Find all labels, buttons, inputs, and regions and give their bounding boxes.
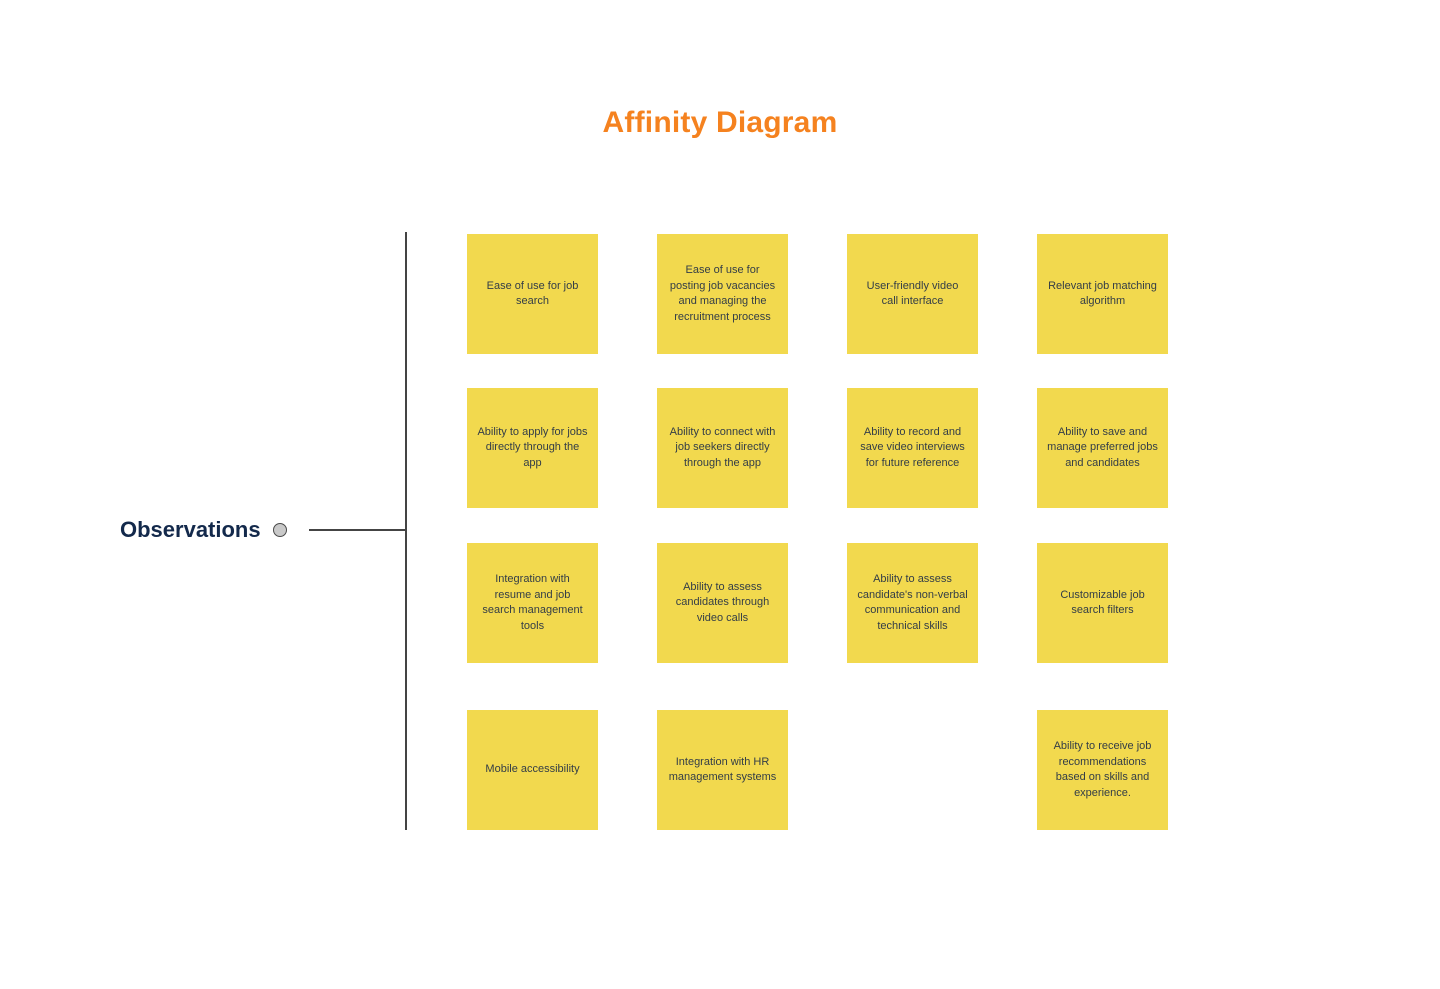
sticky-note[interactable]: Ability to record and save video intervi… bbox=[847, 388, 978, 508]
notes-row-3: Integration with resume and job search m… bbox=[467, 543, 1168, 663]
notes-row-2: Ability to apply for jobs directly throu… bbox=[467, 388, 1168, 508]
sticky-note-text: Customizable job search filters bbox=[1060, 588, 1145, 617]
sticky-note-text: Ability to assess candidates through vid… bbox=[675, 580, 770, 624]
notes-row-1: Ease of use for job search Ease of use f… bbox=[467, 234, 1168, 354]
sticky-note-text: User-friendly video call interface bbox=[866, 279, 959, 308]
sticky-note[interactable]: Ability to save and manage preferred job… bbox=[1037, 388, 1168, 508]
empty-grid-cell bbox=[847, 710, 978, 830]
sticky-note-text: Ability to apply for jobs directly throu… bbox=[477, 425, 588, 469]
sticky-note[interactable]: Mobile accessibility bbox=[467, 710, 598, 830]
sticky-note[interactable]: Customizable job search filters bbox=[1037, 543, 1168, 663]
notes-row-4: Mobile accessibility Integration with HR… bbox=[467, 710, 1168, 830]
sticky-note-text: Ability to assess candidate's non-verbal… bbox=[857, 573, 968, 632]
sticky-note-text: Ability to receive job recommendations b… bbox=[1053, 740, 1152, 799]
sticky-note[interactable]: Relevant job matching algorithm bbox=[1037, 234, 1168, 354]
sticky-note-text: Ability to record and save video intervi… bbox=[860, 425, 965, 469]
connector-vertical-line bbox=[405, 232, 407, 830]
sticky-note[interactable]: Integration with resume and job search m… bbox=[467, 543, 598, 663]
sticky-note[interactable]: Ability to connect with job seekers dire… bbox=[657, 388, 788, 508]
sticky-note[interactable]: Ease of use for posting job vacancies an… bbox=[657, 234, 788, 354]
sticky-note-text: Ease of use for posting job vacancies an… bbox=[669, 264, 776, 323]
sticky-note[interactable]: User-friendly video call interface bbox=[847, 234, 978, 354]
sticky-note[interactable]: Ability to assess candidates through vid… bbox=[657, 543, 788, 663]
group-observations[interactable]: Observations bbox=[120, 515, 287, 545]
sticky-note[interactable]: Ease of use for job search bbox=[467, 234, 598, 354]
sticky-note-text: Integration with HR management systems bbox=[668, 755, 777, 784]
sticky-note-text: Ease of use for job search bbox=[486, 279, 579, 308]
connector-horizontal-line bbox=[309, 529, 406, 531]
sticky-note[interactable]: Integration with HR management systems bbox=[657, 710, 788, 830]
sticky-note-text: Ability to connect with job seekers dire… bbox=[669, 425, 776, 469]
sticky-note-text: Relevant job matching algorithm bbox=[1048, 279, 1157, 308]
sticky-note[interactable]: Ability to assess candidate's non-verbal… bbox=[847, 543, 978, 663]
sticky-note-text: Ability to save and manage preferred job… bbox=[1047, 425, 1158, 469]
sticky-note[interactable]: Ability to apply for jobs directly throu… bbox=[467, 388, 598, 508]
page-title: Affinity Diagram bbox=[602, 106, 838, 139]
sticky-note[interactable]: Ability to receive job recommendations b… bbox=[1037, 710, 1168, 830]
sticky-note-text: Mobile accessibility bbox=[485, 763, 580, 776]
group-label: Observations bbox=[120, 517, 261, 542]
sticky-note-text: Integration with resume and job search m… bbox=[482, 573, 583, 632]
circle-node-icon[interactable] bbox=[272, 523, 287, 537]
